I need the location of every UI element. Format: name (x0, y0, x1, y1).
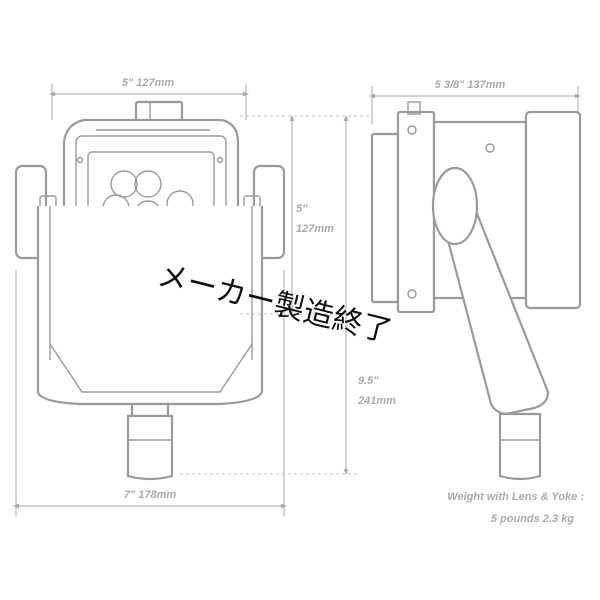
front-view: 5" 127mm (13, 77, 287, 516)
weight-info: Weight with Lens & Yoke : 5 pounds 2.3 k… (447, 491, 584, 525)
screw (76, 156, 84, 164)
head-height-mm: 127mm (296, 223, 334, 235)
screw (407, 289, 417, 299)
mount-stud (126, 414, 174, 481)
yoke-inner-bevel (49, 343, 253, 393)
screw (407, 125, 417, 135)
mount-collar (130, 402, 170, 418)
side-yoke-arm (438, 194, 550, 416)
side-depth-label: 5 3/8" 137mm (435, 79, 506, 91)
front-width-label: 5" 127mm (122, 77, 175, 89)
side-knob (431, 166, 479, 246)
discontinued-overlay: メーカー製造終了 (154, 258, 395, 350)
total-height-mm: 241mm (357, 395, 396, 407)
weight-label: Weight with Lens & Yoke : (447, 491, 584, 503)
weight-value: 5 pounds 2.3 kg (491, 513, 574, 525)
side-heatsink (524, 110, 582, 310)
side-mount-stud (498, 412, 542, 481)
side-top-clamp (407, 101, 421, 115)
height-dimensions: 5" 127mm 9.5" 241mm (180, 115, 396, 475)
screw (216, 156, 224, 164)
discontinued-text: メーカー製造終了 (154, 258, 395, 350)
side-view: 5 3/8" 137mm (369, 79, 582, 481)
head-height-in: 5" (296, 203, 308, 215)
total-height-in: 9.5" (358, 375, 379, 387)
led-lens (134, 170, 162, 198)
screw (485, 143, 495, 153)
yoke-width-label: 7" 178mm (124, 489, 177, 501)
